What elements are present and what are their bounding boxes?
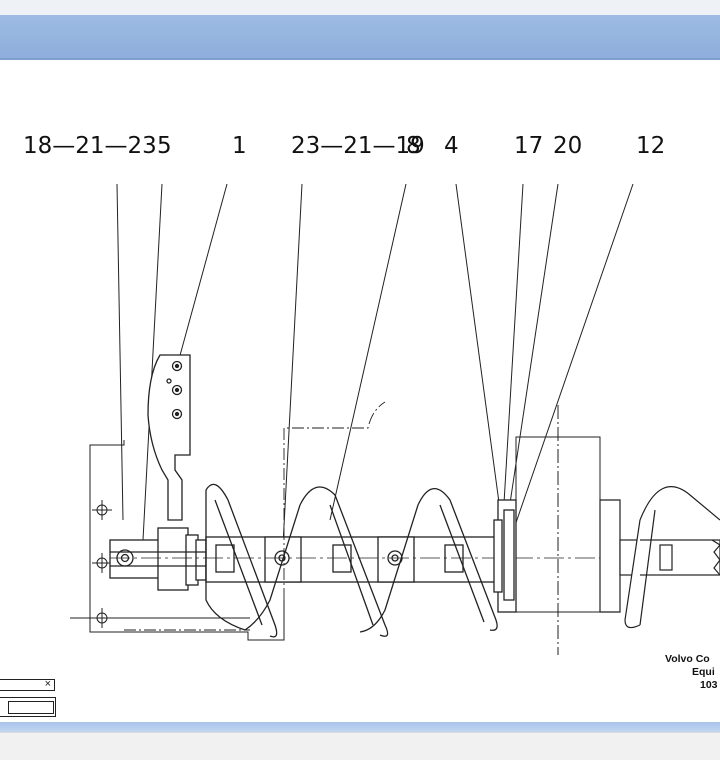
callout-labels: 18—21—23 5 1 23—21—19 8 4 17 20 12 [23,133,665,159]
caption-line-3: 103 [700,679,718,691]
drive-flange [493,499,517,613]
auger-flights [205,483,498,638]
mini-dialog-field[interactable] [8,701,54,714]
auger-tube [205,536,497,583]
status-bar [0,732,720,760]
housing-right [515,405,601,655]
close-icon[interactable]: × [44,678,51,690]
drawing-canvas: 18—21—23 5 1 23—21—19 8 4 17 20 12 [0,60,720,722]
callout-20: 20 [553,133,582,159]
callout-5: 5 [157,133,172,159]
bottom-scroll-bar[interactable] [0,722,720,732]
mini-dialog-body [0,697,56,717]
callout-1: 1 [232,133,247,159]
leader-lines [116,183,634,546]
viewer-title-bar [0,15,720,60]
section-outline [124,401,386,631]
auger-exploded-drawing: 18—21—23 5 1 23—21—19 8 4 17 20 12 [23,133,720,655]
bracket [147,354,191,521]
mini-dialog-titlebar: × [0,678,55,691]
callout-8: 8 [406,133,421,159]
outboard-section [599,486,720,629]
caption-line-1: Volvo Co [665,653,710,665]
callout-12: 12 [636,133,665,159]
bolt-markers [92,500,112,628]
mini-dialog: × [0,678,56,717]
callout-23-21-19: 23—21—19 [291,133,425,159]
callout-4: 4 [444,133,459,159]
callout-17: 17 [514,133,543,159]
top-strip [0,0,720,15]
drawing-caption: Volvo Co Equi 103 [665,653,720,692]
caption-line-2: Equi [692,666,715,678]
callout-18-21-23: 18—21—23 [23,133,157,159]
shaft-end [109,527,210,591]
